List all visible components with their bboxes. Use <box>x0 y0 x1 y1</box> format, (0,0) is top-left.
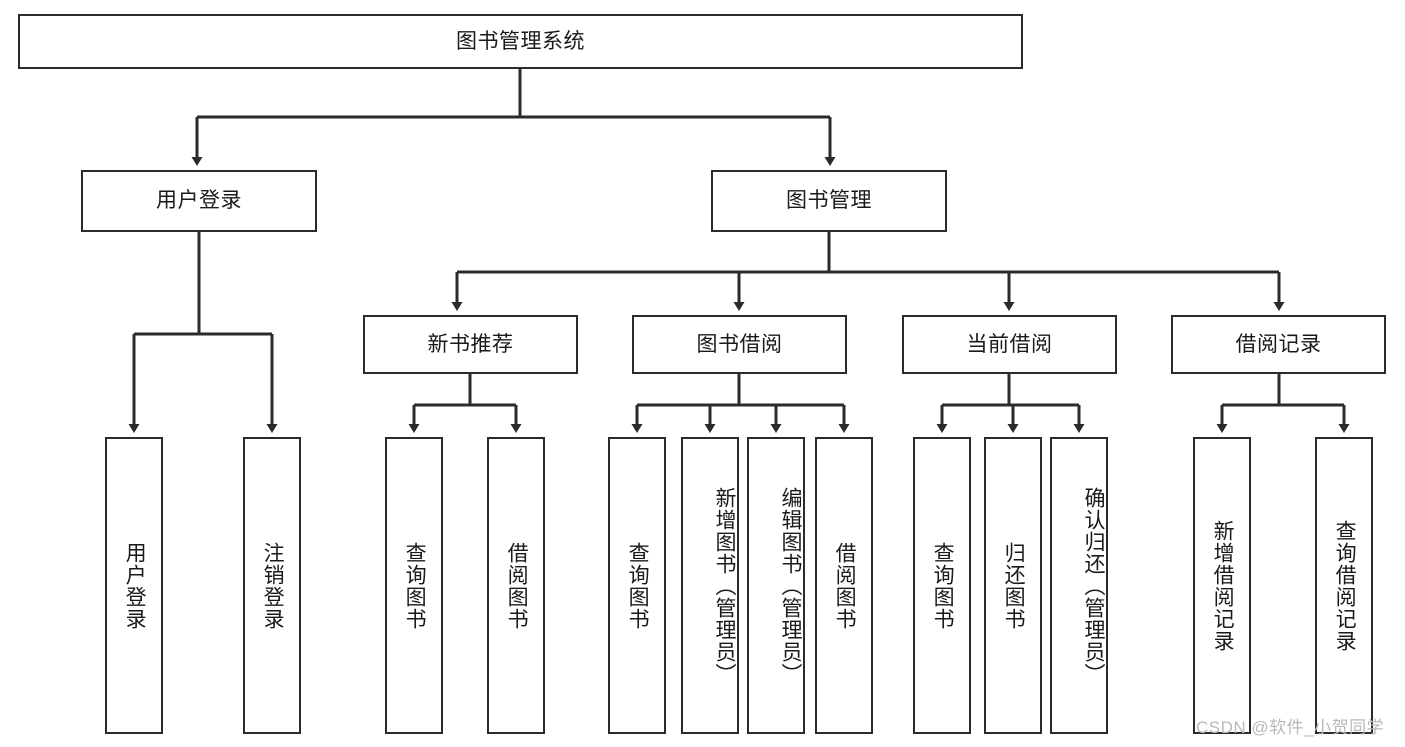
leaf-add-book-admin[interactable]: 新增图书（管理员） <box>681 437 739 734</box>
leaf-confirm-return-admin[interactable]: 确认归还（管理员） <box>1050 437 1108 734</box>
leaf-user-login[interactable]: 用户登录 <box>105 437 163 734</box>
node-root[interactable]: 图书管理系统 <box>18 14 1023 69</box>
watermark: CSDN @软件_小贺同学 <box>1196 718 1385 737</box>
leaf-query-book-current[interactable]: 查询图书 <box>913 437 971 734</box>
node-current-borrow[interactable]: 当前借阅 <box>902 315 1117 374</box>
leaf-logout[interactable]: 注销登录 <box>243 437 301 734</box>
leaf-borrow-book[interactable]: 借阅图书 <box>815 437 873 734</box>
leaf-borrow-book-recommend[interactable]: 借阅图书 <box>487 437 545 734</box>
node-borrow-record[interactable]: 借阅记录 <box>1171 315 1386 374</box>
leaf-edit-book-admin[interactable]: 编辑图书（管理员） <box>747 437 805 734</box>
leaf-query-borrow-record[interactable]: 查询借阅记录 <box>1315 437 1373 734</box>
leaf-query-book-recommend[interactable]: 查询图书 <box>385 437 443 734</box>
leaf-query-book-borrow[interactable]: 查询图书 <box>608 437 666 734</box>
node-user-login[interactable]: 用户登录 <box>81 170 317 232</box>
leaf-add-borrow-record[interactable]: 新增借阅记录 <box>1193 437 1251 734</box>
node-book-management[interactable]: 图书管理 <box>711 170 947 232</box>
node-new-book-recommend[interactable]: 新书推荐 <box>363 315 578 374</box>
node-book-borrow[interactable]: 图书借阅 <box>632 315 847 374</box>
leaf-return-book[interactable]: 归还图书 <box>984 437 1042 734</box>
